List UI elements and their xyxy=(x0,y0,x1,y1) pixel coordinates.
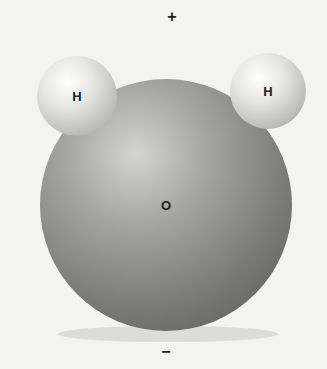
element-symbol: O xyxy=(161,198,171,213)
hydrogen-atom: H xyxy=(37,56,117,136)
element-symbol: H xyxy=(263,84,272,99)
charge-sign: + xyxy=(167,8,176,26)
charge-sign: − xyxy=(161,343,170,361)
hydrogen-atom: H xyxy=(230,53,306,129)
element-symbol: H xyxy=(72,89,81,104)
